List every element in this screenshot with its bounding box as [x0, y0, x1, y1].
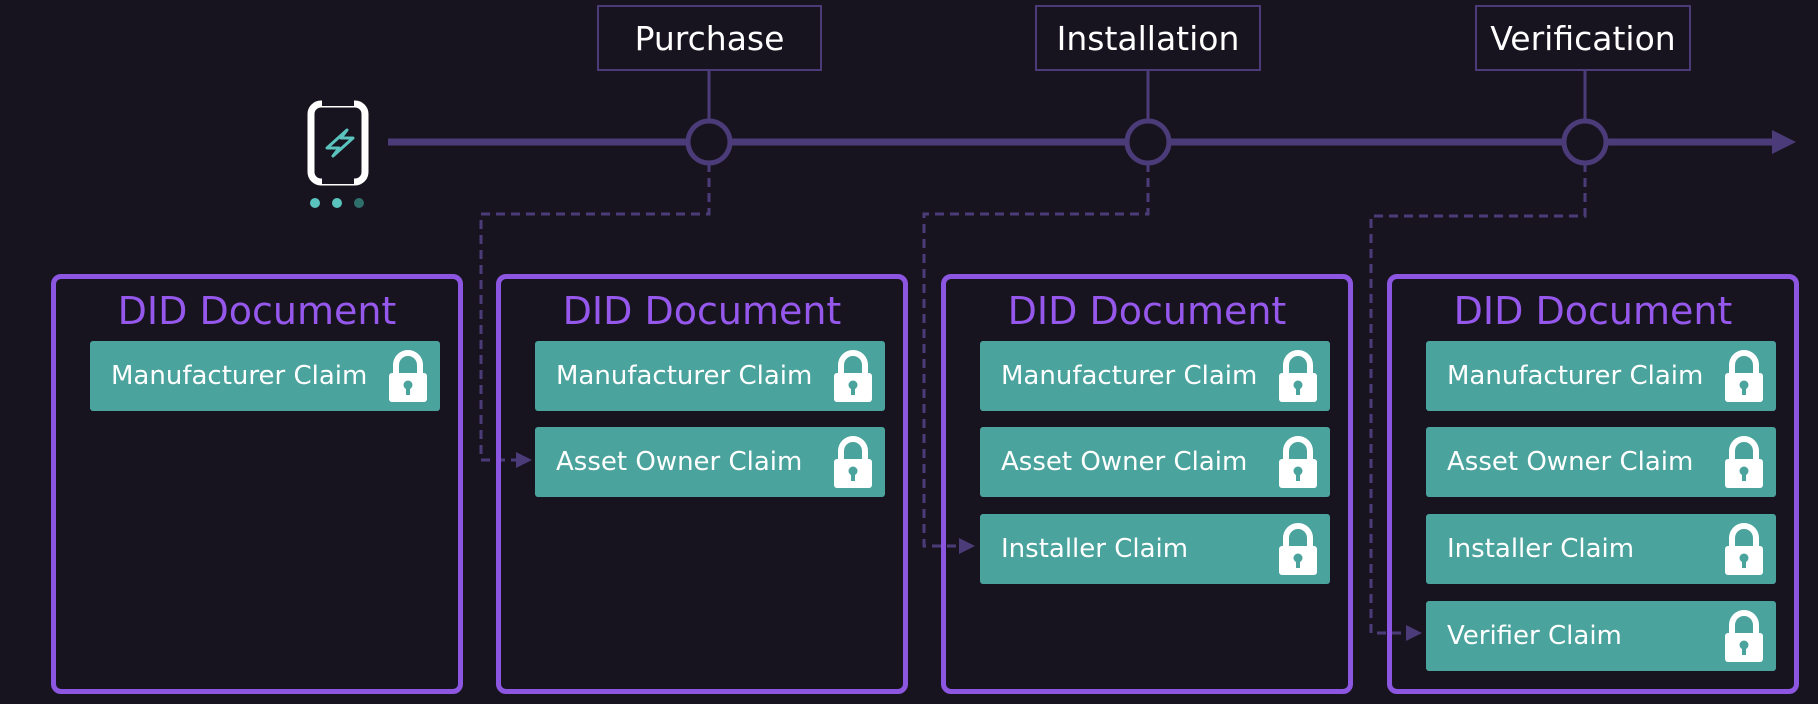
claim-item: Asset Owner Claim — [980, 427, 1330, 497]
did-document-title: DID Document — [1453, 289, 1733, 333]
lock-icon — [821, 427, 885, 497]
stage-label-text: Installation — [1056, 18, 1240, 58]
did-document-title: DID Document — [1007, 289, 1287, 333]
claim-connector-installer — [922, 163, 1150, 548]
lock-icon — [376, 341, 440, 411]
claim-item: Manufacturer Claim — [980, 341, 1330, 411]
claim-item: Asset Owner Claim — [535, 427, 885, 497]
claim-connector-verifier — [1369, 163, 1587, 635]
connector-arrowhead — [1406, 625, 1422, 641]
connector-arrowhead — [959, 538, 975, 554]
lock-icon — [1712, 601, 1776, 671]
stage-label-text: Purchase — [634, 18, 785, 58]
stage-label-verification: Verification — [1475, 5, 1691, 71]
claim-label: Asset Owner Claim — [1447, 447, 1694, 477]
lock-icon — [821, 341, 885, 411]
indicator-dot — [332, 198, 342, 208]
did-document-title: DID Document — [562, 289, 842, 333]
lock-icon — [1266, 341, 1330, 411]
claim-label: Manufacturer Claim — [111, 361, 368, 391]
stage-node-verification — [1561, 118, 1609, 166]
lock-icon — [1266, 427, 1330, 497]
claim-item: Manufacturer Claim — [90, 341, 440, 411]
claim-label: Manufacturer Claim — [1447, 361, 1704, 391]
lock-icon — [1712, 427, 1776, 497]
claim-connector-asset-owner — [479, 163, 711, 462]
stage-label-installation: Installation — [1035, 5, 1261, 71]
lock-icon — [1712, 514, 1776, 584]
connector-arrowhead — [516, 452, 532, 468]
lock-icon — [1266, 514, 1330, 584]
claim-label: Asset Owner Claim — [1001, 447, 1248, 477]
stage-label-text: Verification — [1490, 18, 1676, 58]
claim-label: Installer Claim — [1447, 534, 1635, 564]
stage-label-purchase: Purchase — [597, 5, 822, 71]
claim-item: Asset Owner Claim — [1426, 427, 1776, 497]
claim-label: Installer Claim — [1001, 534, 1189, 564]
claim-item: Manufacturer Claim — [1426, 341, 1776, 411]
stage-node-installation — [1124, 118, 1172, 166]
timeline-arrowhead — [1772, 130, 1796, 154]
did-document-title: DID Document — [117, 289, 397, 333]
claim-label: Manufacturer Claim — [1001, 361, 1258, 391]
claim-item: Installer Claim — [1426, 514, 1776, 584]
lock-icon — [1712, 341, 1776, 411]
claim-label: Verifier Claim — [1447, 621, 1622, 651]
claim-label: Asset Owner Claim — [556, 447, 803, 477]
claim-item: Manufacturer Claim — [535, 341, 885, 411]
indicator-dot — [354, 198, 364, 208]
claim-item: Verifier Claim — [1426, 601, 1776, 671]
claim-item: Installer Claim — [980, 514, 1330, 584]
stage-node-purchase — [685, 118, 733, 166]
indicator-dot — [310, 198, 320, 208]
claim-label: Manufacturer Claim — [556, 361, 813, 391]
battery-charging-icon — [307, 92, 369, 208]
